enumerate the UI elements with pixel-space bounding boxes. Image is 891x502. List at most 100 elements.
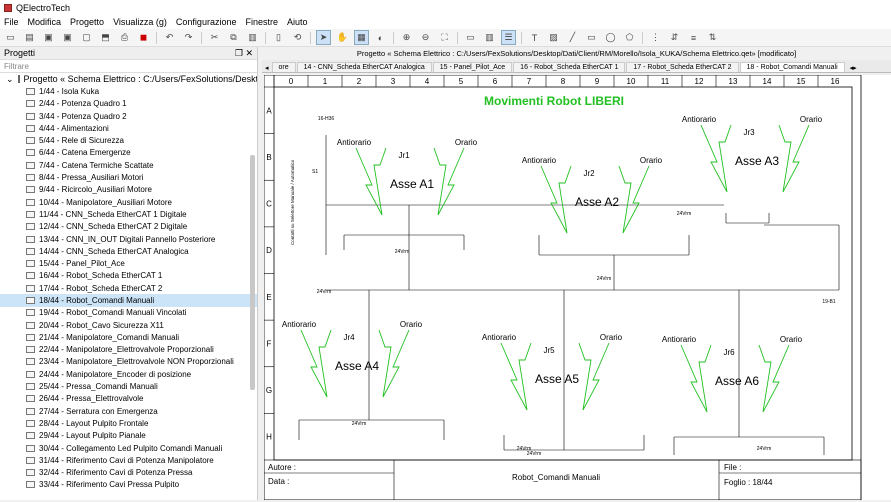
zoom-out-icon[interactable]: ⊖: [421, 32, 430, 42]
undo-icon[interactable]: ↶: [165, 32, 174, 42]
tree-item[interactable]: 27/44 - Serratura con Emergenza: [0, 405, 257, 417]
pdf-icon[interactable]: ◼: [139, 32, 148, 42]
tree-item[interactable]: 5/44 - Rele di Sicurezza: [0, 134, 257, 146]
paste-icon[interactable]: ▥: [248, 32, 257, 42]
cut-icon[interactable]: ✂: [210, 32, 219, 42]
contrast-icon[interactable]: ◐: [377, 32, 384, 43]
green-arrow-left: [355, 147, 387, 216]
tab-scroll-left-icon[interactable]: ◂: [265, 65, 269, 72]
tab-folio[interactable]: 18 - Robot_Comandi Manuali: [739, 62, 845, 72]
close-icon[interactable]: ▢: [82, 32, 91, 42]
print-icon[interactable]: ⎙: [120, 32, 129, 42]
tree-item[interactable]: 23/44 - Manipolatore_Elettrovalvole NON …: [0, 356, 257, 368]
tree-item[interactable]: 1/44 - Isola Kuka: [0, 85, 257, 97]
grid-icon[interactable]: ▦: [354, 30, 369, 45]
menu-item-5[interactable]: Finestre: [245, 17, 278, 27]
tree-item[interactable]: 7/44 - Catena Termiche Scattate: [0, 159, 257, 171]
line-icon[interactable]: ╱: [569, 32, 576, 42]
tab-folio[interactable]: 14 - CNN_Scheda EtherCAT Analogica: [296, 62, 432, 72]
tab-folio[interactable]: 16 - Robot_Scheda EtherCAT 1: [513, 62, 626, 72]
image-icon[interactable]: ▨: [549, 32, 558, 42]
tree-item[interactable]: 28/44 - Layout Pulpito Frontale: [0, 417, 257, 429]
ellipse-icon[interactable]: ◯: [605, 32, 616, 42]
title-block-icon[interactable]: ▭: [466, 32, 475, 42]
green-arrow-left: [680, 344, 712, 413]
save-icon[interactable]: ▣: [44, 32, 53, 42]
folio-icon: [26, 309, 35, 317]
tree-item[interactable]: 10/44 - Manipolatore_Ausiliari Motore: [0, 196, 257, 208]
tree-item[interactable]: 18/44 - Robot_Comandi Manuali: [0, 294, 257, 307]
tab-folio[interactable]: 15 - Panel_Pilot_Ace: [432, 62, 513, 72]
zoom-in-icon[interactable]: ⊕: [402, 32, 411, 42]
menu-item-4[interactable]: Configurazione: [175, 17, 237, 27]
tree-item[interactable]: 2/44 - Potenza Quadro 1: [0, 98, 257, 110]
tree-item[interactable]: 22/44 - Manipolatore_Elettrovalvole Prop…: [0, 344, 257, 356]
tree-item-label: 9/44 - Ricircolo_Ausiliari Motore: [39, 185, 152, 195]
chevron-down-icon[interactable]: ⌄: [6, 73, 14, 84]
delete-icon[interactable]: ▯: [276, 32, 281, 42]
rect-icon[interactable]: ▭: [587, 32, 596, 42]
polygon-icon[interactable]: ⬠: [625, 32, 634, 42]
copy-icon[interactable]: ⧉: [230, 32, 237, 42]
tree-item-label: 33/44 - Riferimento Cavi Pressa Pulpito: [39, 480, 180, 490]
tree-item[interactable]: 19/44 - Robot_Comandi Manuali Vincolati: [0, 307, 257, 319]
tree-item[interactable]: 12/44 - CNN_Scheda EtherCAT 2 Digitale: [0, 221, 257, 233]
tree-item[interactable]: 24/44 - Manipolatore_Encoder di posizion…: [0, 368, 257, 380]
conductor-icon[interactable]: ⇵: [670, 32, 679, 42]
rotate-icon[interactable]: ⟲: [293, 32, 302, 42]
tree-item[interactable]: 20/44 - Robot_Cavo Sicurezza X11: [0, 319, 257, 331]
tree-item[interactable]: 32/44 - Riferimento Cavi di Potenza Pres…: [0, 467, 257, 479]
menu-item-2[interactable]: Progetto: [70, 17, 105, 27]
tree-item[interactable]: 4/44 - Alimentazioni: [0, 122, 257, 134]
tree-item[interactable]: 15/44 - Panel_Pilot_Ace: [0, 257, 257, 269]
menu-item-3[interactable]: Visualizza (g): [113, 17, 167, 27]
add-row-icon[interactable]: ☰: [501, 30, 516, 45]
tree-item[interactable]: 6/44 - Catena Emergenze: [0, 147, 257, 159]
new-icon[interactable]: ▭: [6, 32, 15, 42]
folio-icon: [26, 419, 35, 427]
tree-item[interactable]: 9/44 - Ricircolo_Ausiliari Motore: [0, 184, 257, 196]
text-icon[interactable]: T: [531, 32, 538, 43]
align-icon[interactable]: ≡: [690, 32, 697, 43]
tree-item[interactable]: 30/44 - Collegamento Led Pulpito Comandi…: [0, 442, 257, 454]
menu-item-1[interactable]: Modifica: [27, 17, 62, 27]
tree-item[interactable]: 3/44 - Potenza Quadro 2: [0, 110, 257, 122]
select-icon[interactable]: ➤: [316, 30, 331, 45]
save-as-icon[interactable]: ▣: [63, 32, 72, 42]
tree-item[interactable]: 29/44 - Layout Pulpito Pianale: [0, 430, 257, 442]
tree-scrollbar[interactable]: [250, 155, 255, 390]
redo-icon[interactable]: ↷: [184, 32, 193, 42]
axis-label: Asse A6: [715, 374, 759, 388]
tree-item-label: 2/44 - Potenza Quadro 1: [39, 99, 127, 109]
tree-item[interactable]: 31/44 - Riferimento Cavi di Potenza Mani…: [0, 454, 257, 466]
tab-folio[interactable]: ore: [271, 62, 296, 72]
tree-item[interactable]: 21/44 - Manipolatore_Comandi Manuali: [0, 331, 257, 343]
export-icon[interactable]: ⬒: [101, 32, 110, 42]
tree-item[interactable]: 11/44 - CNN_Scheda EtherCAT 1 Digitale: [0, 208, 257, 220]
add-column-icon[interactable]: ▥: [485, 32, 494, 42]
tab-scroll-icon[interactable]: ◂▸: [849, 65, 857, 72]
terminal-icon[interactable]: ⋮: [651, 32, 660, 42]
tree-item[interactable]: 8/44 - Pressa_Ausiliari Motori: [0, 171, 257, 183]
tree-item-label: 3/44 - Potenza Quadro 2: [39, 111, 127, 121]
tree-item[interactable]: 26/44 - Pressa_Elettrovalvole: [0, 393, 257, 405]
open-icon[interactable]: ▤: [25, 32, 34, 42]
menu-item-6[interactable]: Aiuto: [286, 17, 308, 27]
tree-item[interactable]: 33/44 - Riferimento Cavi Pressa Pulpito: [0, 479, 257, 491]
hand-icon[interactable]: ✋: [336, 32, 349, 42]
menu-item-0[interactable]: File: [4, 17, 19, 27]
tab-folio[interactable]: 17 - Robot_Scheda EtherCAT 2: [626, 62, 739, 72]
panel-controls[interactable]: ❐ ✕: [234, 47, 253, 58]
tree-item[interactable]: 13/44 - CNN_IN_OUT Digitali Pannello Pos…: [0, 233, 257, 245]
tree-item[interactable]: 16/44 - Robot_Scheda EtherCAT 1: [0, 270, 257, 282]
zoom-fit-icon[interactable]: ⛶: [441, 32, 448, 42]
tree-item[interactable]: 25/44 - Pressa_Comandi Manuali: [0, 380, 257, 392]
jr-label: Jr2: [583, 169, 595, 178]
tree-item[interactable]: 14/44 - CNN_Scheda EtherCAT Analogica: [0, 245, 257, 257]
edit-icon[interactable]: ⇅: [708, 32, 717, 42]
tree-root[interactable]: ⌄Progetto « Schema Elettrico : C:/Users/…: [0, 73, 257, 85]
filter-input[interactable]: Filtrare: [0, 60, 257, 73]
tree-item[interactable]: 17/44 - Robot_Scheda EtherCAT 2: [0, 282, 257, 294]
